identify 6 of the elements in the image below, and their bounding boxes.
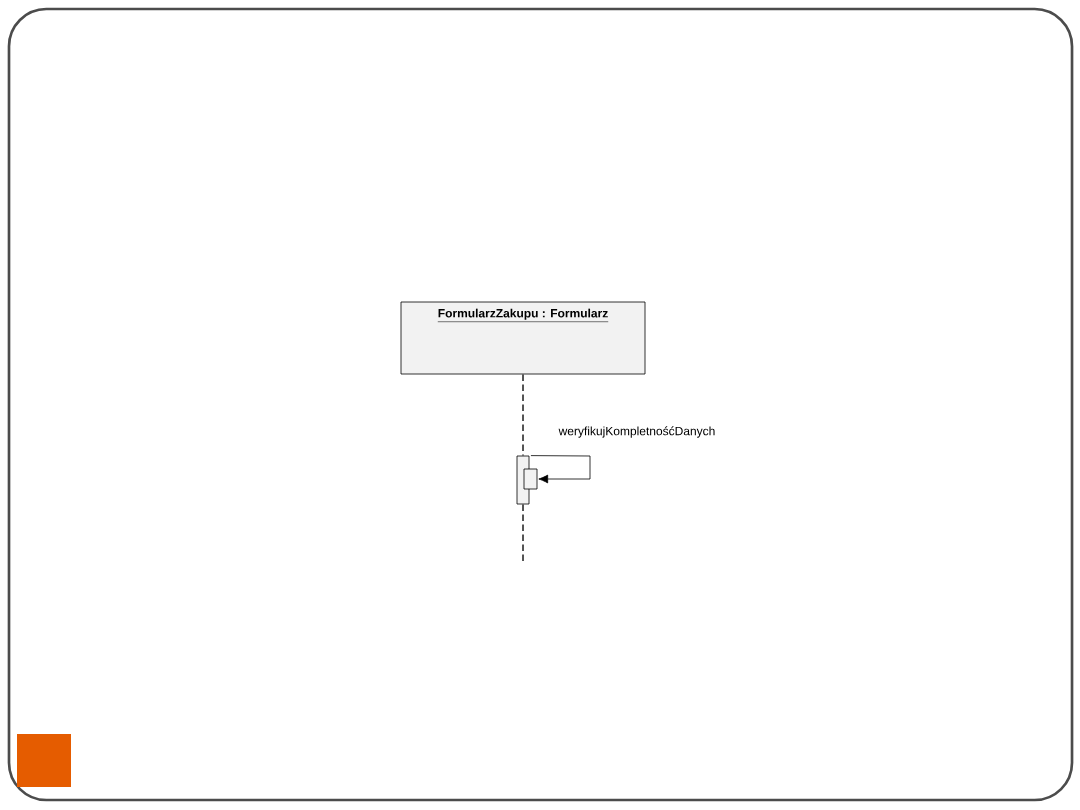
lifeline — [522, 373, 524, 457]
edge-label: weryfikujKompletnośćDanych — [558, 426, 715, 438]
lifeline — [522, 503, 524, 564]
self-message-arrow — [530, 455, 591, 484]
object-box: FormularzZakupu : Formularz — [400, 301, 646, 375]
activation-bar — [523, 468, 538, 490]
